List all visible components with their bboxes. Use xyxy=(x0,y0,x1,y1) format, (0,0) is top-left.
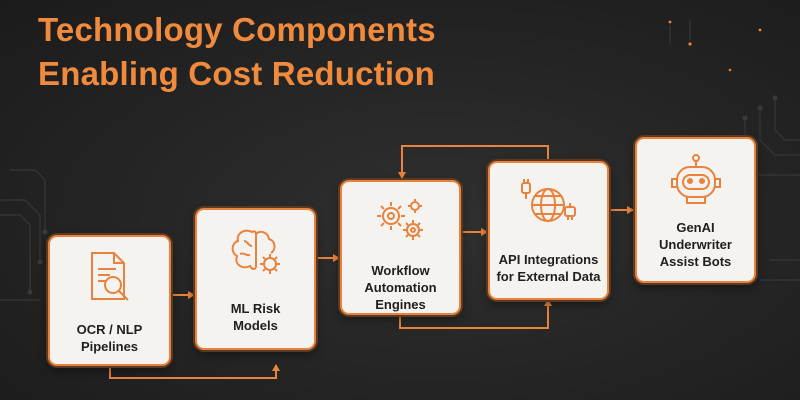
step-label-line: ML Risk xyxy=(230,301,281,316)
step-ocr-nlp: OCR / NLP Pipelines xyxy=(48,235,171,366)
step-ml-risk-models: ML Risk Models xyxy=(195,208,316,350)
step-label-line: OCR / NLP xyxy=(76,322,143,337)
step-genai-bots: GenAI Underwriter Assist Bots xyxy=(635,137,756,283)
step-label-line: API Integrations xyxy=(498,252,599,267)
loop-connector-mid xyxy=(399,299,552,329)
step-label-line: Automation xyxy=(364,280,437,295)
step-label-line: Assist Bots xyxy=(659,254,732,269)
gears-icon xyxy=(371,194,431,251)
step-label-line: Underwriter xyxy=(659,237,732,252)
loop-connector-top xyxy=(398,145,549,179)
step-label-line: Workflow xyxy=(371,263,430,278)
step-api-integrations: API Integrations for External Data xyxy=(488,161,609,300)
step-workflow-automation: Workflow Automation Engines xyxy=(340,180,461,315)
step-label-line: Pipelines xyxy=(80,339,139,354)
brain-gear-icon xyxy=(228,226,284,283)
page-title: Technology Components Enabling Cost Redu… xyxy=(38,11,436,92)
step-label-line: Engines xyxy=(375,297,426,312)
globe-plug-icon xyxy=(518,179,580,234)
step-label-line: Models xyxy=(233,318,278,333)
document-search-icon xyxy=(86,251,134,310)
step-label-line: for External Data xyxy=(496,269,601,284)
step-label-line: GenAI xyxy=(676,220,715,235)
robot-icon xyxy=(667,153,725,214)
loop-connector-bottom xyxy=(109,364,280,379)
